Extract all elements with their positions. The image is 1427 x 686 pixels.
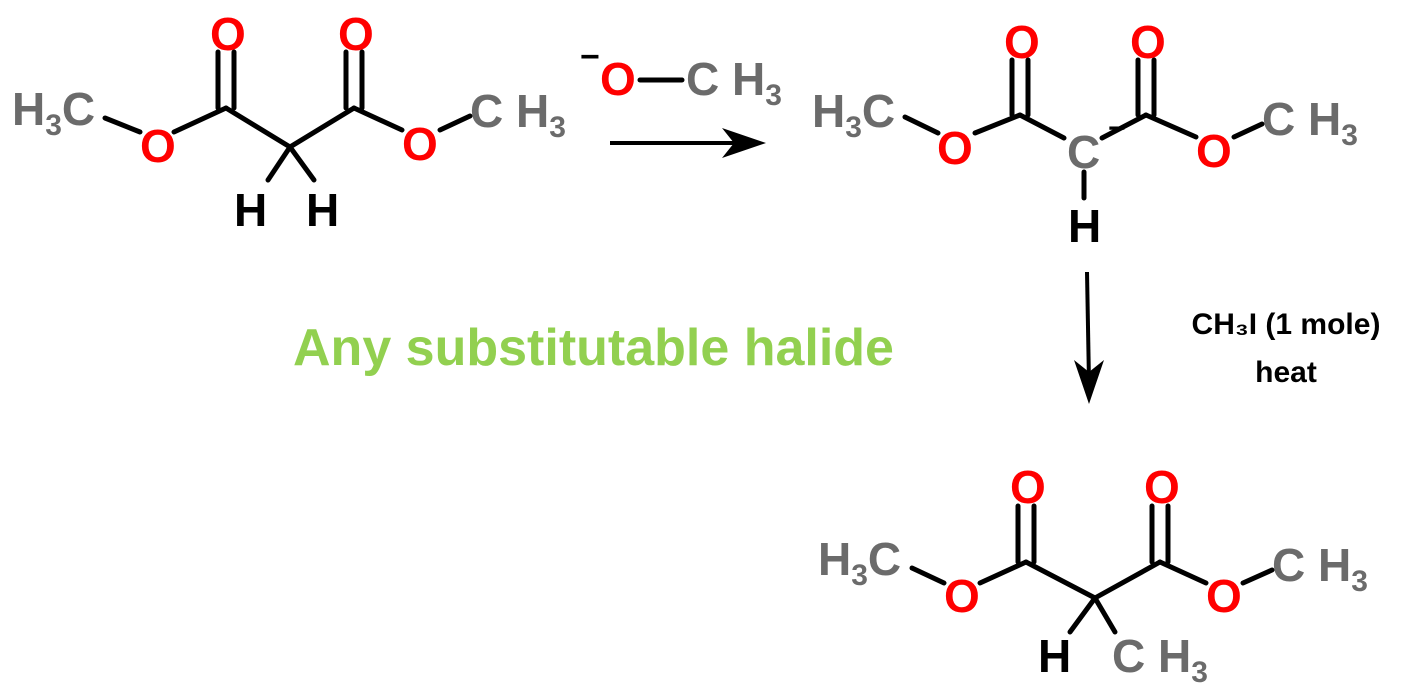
oxygen-atom: O: [1144, 461, 1180, 513]
bond: [437, 113, 473, 133]
bond: [1017, 112, 1067, 141]
oxygen-atom: O: [140, 120, 176, 172]
bond: [102, 115, 143, 135]
reagent-methoxide: − O C H3: [580, 38, 782, 112]
reaction-arrow: [610, 128, 766, 158]
oxygen-atom: O: [600, 53, 636, 105]
bond: [1143, 112, 1199, 140]
bond: [1157, 559, 1209, 586]
bond: [1067, 595, 1098, 635]
hydrogen-atom: H: [306, 184, 339, 236]
oxygen-atom: O: [1004, 16, 1040, 68]
condition-heat: heat: [1255, 356, 1317, 389]
reagent-methyl-iodide: CH₃I (1 mole) heat: [1192, 308, 1381, 389]
oxygen-atom: O: [402, 118, 438, 170]
methyl-group: C H3: [1112, 630, 1208, 686]
oxygen-atom: O: [1010, 461, 1046, 513]
bond: [287, 144, 317, 183]
oxygen-atom: O: [338, 8, 374, 60]
bond: [972, 112, 1023, 136]
atom-label: C H3: [1272, 539, 1368, 598]
bond: [1092, 595, 1118, 635]
bond: [977, 559, 1029, 586]
atom-label: C H3: [1262, 93, 1358, 152]
molecule-carbanion: H3C O O O O C − H C H3: [812, 16, 1358, 252]
oxygen-atom: O: [944, 570, 980, 622]
atom-label: H3C: [12, 83, 95, 142]
hydrogen-atom: H: [234, 184, 267, 236]
bond: [1023, 559, 1098, 601]
molecule-dimethyl-malonate: H3C O O O O C H3 H H: [12, 8, 566, 236]
atom-label: C H3: [470, 85, 566, 144]
note-label: Any substitutable halide: [293, 319, 894, 377]
molecule-product: H3C O O O O C H3 H C H3: [818, 461, 1368, 686]
bond: [1231, 121, 1265, 140]
hydrogen-atom: H: [1068, 200, 1101, 252]
reaction-arrow: [1074, 271, 1104, 404]
bond: [1099, 112, 1149, 141]
oxygen-atom: O: [210, 8, 246, 60]
bond: [265, 144, 293, 183]
bond: [902, 114, 941, 136]
atom-label: C H3: [686, 53, 782, 112]
oxygen-atom: O: [1196, 125, 1232, 177]
carbanion-carbon: C: [1067, 126, 1100, 178]
negative-charge: −: [580, 38, 600, 76]
condition-reagent: CH₃I (1 mole): [1192, 308, 1381, 341]
bond: [223, 105, 293, 150]
bond: [351, 105, 405, 133]
oxygen-atom: O: [937, 122, 973, 174]
atom-label: H3C: [812, 85, 895, 144]
bond: [1240, 567, 1275, 586]
oxygen-atom: O: [1130, 16, 1166, 68]
bond: [909, 565, 947, 586]
atom-label: H3C: [818, 533, 901, 592]
hydrogen-atom: H: [1038, 630, 1071, 682]
oxygen-atom: O: [1206, 570, 1242, 622]
bond: [287, 105, 357, 150]
bond: [1092, 559, 1163, 601]
bond: [171, 105, 229, 135]
negative-charge: −: [1108, 112, 1126, 145]
